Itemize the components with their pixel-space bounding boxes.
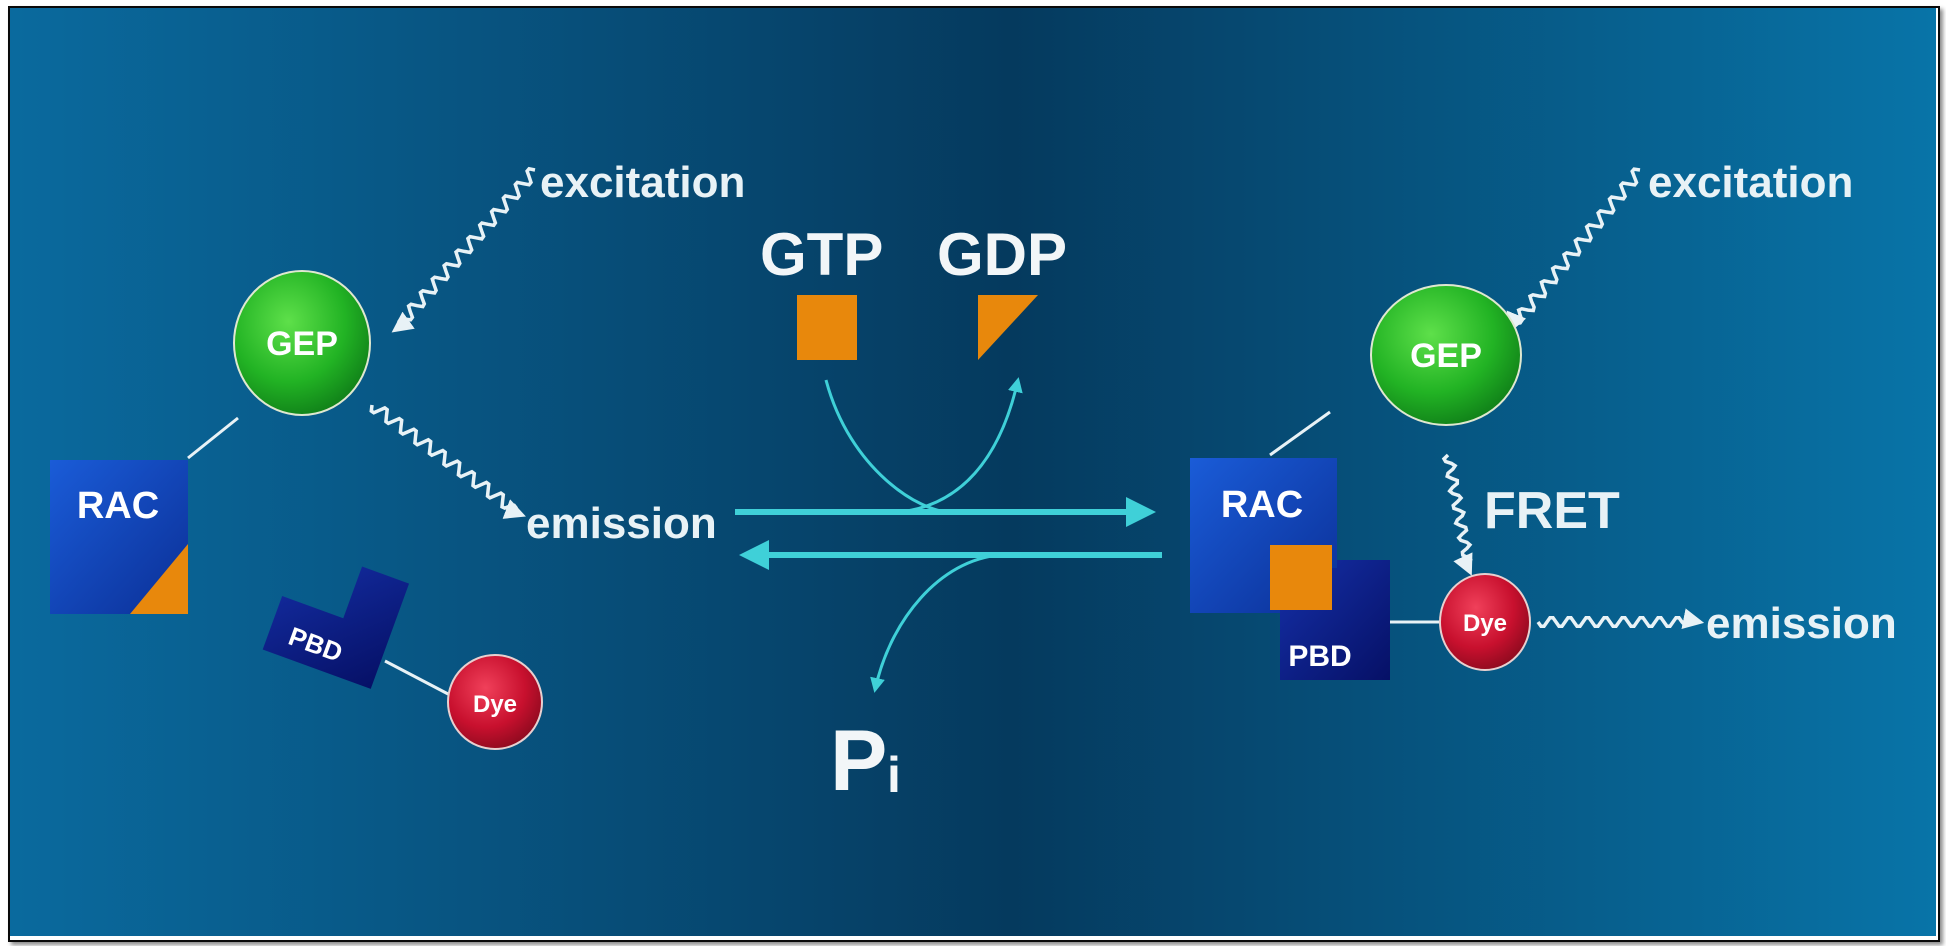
dye-molecule-left: Dye	[447, 654, 543, 750]
excitation-arrow-right	[1506, 167, 1641, 334]
gep-label-right: GEP	[1410, 337, 1482, 375]
pbd-dye-linker-left	[384, 659, 451, 697]
excitation-arrow-left	[391, 166, 536, 333]
gdp-label: GDP	[937, 221, 1067, 288]
pi-main-label: P	[830, 713, 887, 809]
dye-label-right: Dye	[1463, 610, 1507, 637]
rac-label-left: RAC	[77, 485, 159, 527]
pi-release-curve	[870, 553, 1001, 693]
dye-label-left: Dye	[473, 691, 517, 718]
emission-arrow-left	[369, 404, 526, 519]
pbd-label-right: PBD	[1288, 640, 1351, 673]
emission-label-right: emission	[1706, 599, 1897, 648]
background-panel	[10, 8, 1936, 936]
emission-arrow-right	[1536, 608, 1705, 630]
gtp-label: GTP	[760, 221, 883, 288]
fret-label: FRET	[1484, 482, 1620, 540]
phosphate-label: P i	[830, 713, 901, 809]
gtp-bound-square-right	[1270, 545, 1332, 610]
excitation-label-left: excitation	[540, 158, 745, 207]
rac-label-right: RAC	[1221, 484, 1303, 526]
fret-arrow	[1441, 453, 1473, 576]
gep-rac-linker-right	[1269, 410, 1331, 457]
gep-protein-right: GEP	[1370, 284, 1522, 426]
pbd-domain-left: PBD	[262, 566, 410, 689]
emission-label-left: emission	[526, 499, 717, 548]
dye-molecule-right: Dye	[1439, 573, 1531, 671]
gdp-bound-triangle-left	[130, 544, 188, 614]
gdp-release-curve	[899, 377, 1023, 514]
figure-frame	[8, 6, 1940, 942]
gdp-triangle	[978, 295, 1038, 360]
gtp-to-gdp-curve	[824, 379, 951, 514]
gtp-square	[797, 295, 857, 360]
gep-rac-linker-left	[187, 416, 239, 460]
rac-protein-left: RAC	[50, 460, 188, 614]
gep-label-left: GEP	[266, 325, 338, 363]
gep-protein-left: GEP	[233, 270, 371, 416]
excitation-label-right: excitation	[1648, 158, 1853, 207]
pi-subscript-label: i	[887, 747, 901, 803]
